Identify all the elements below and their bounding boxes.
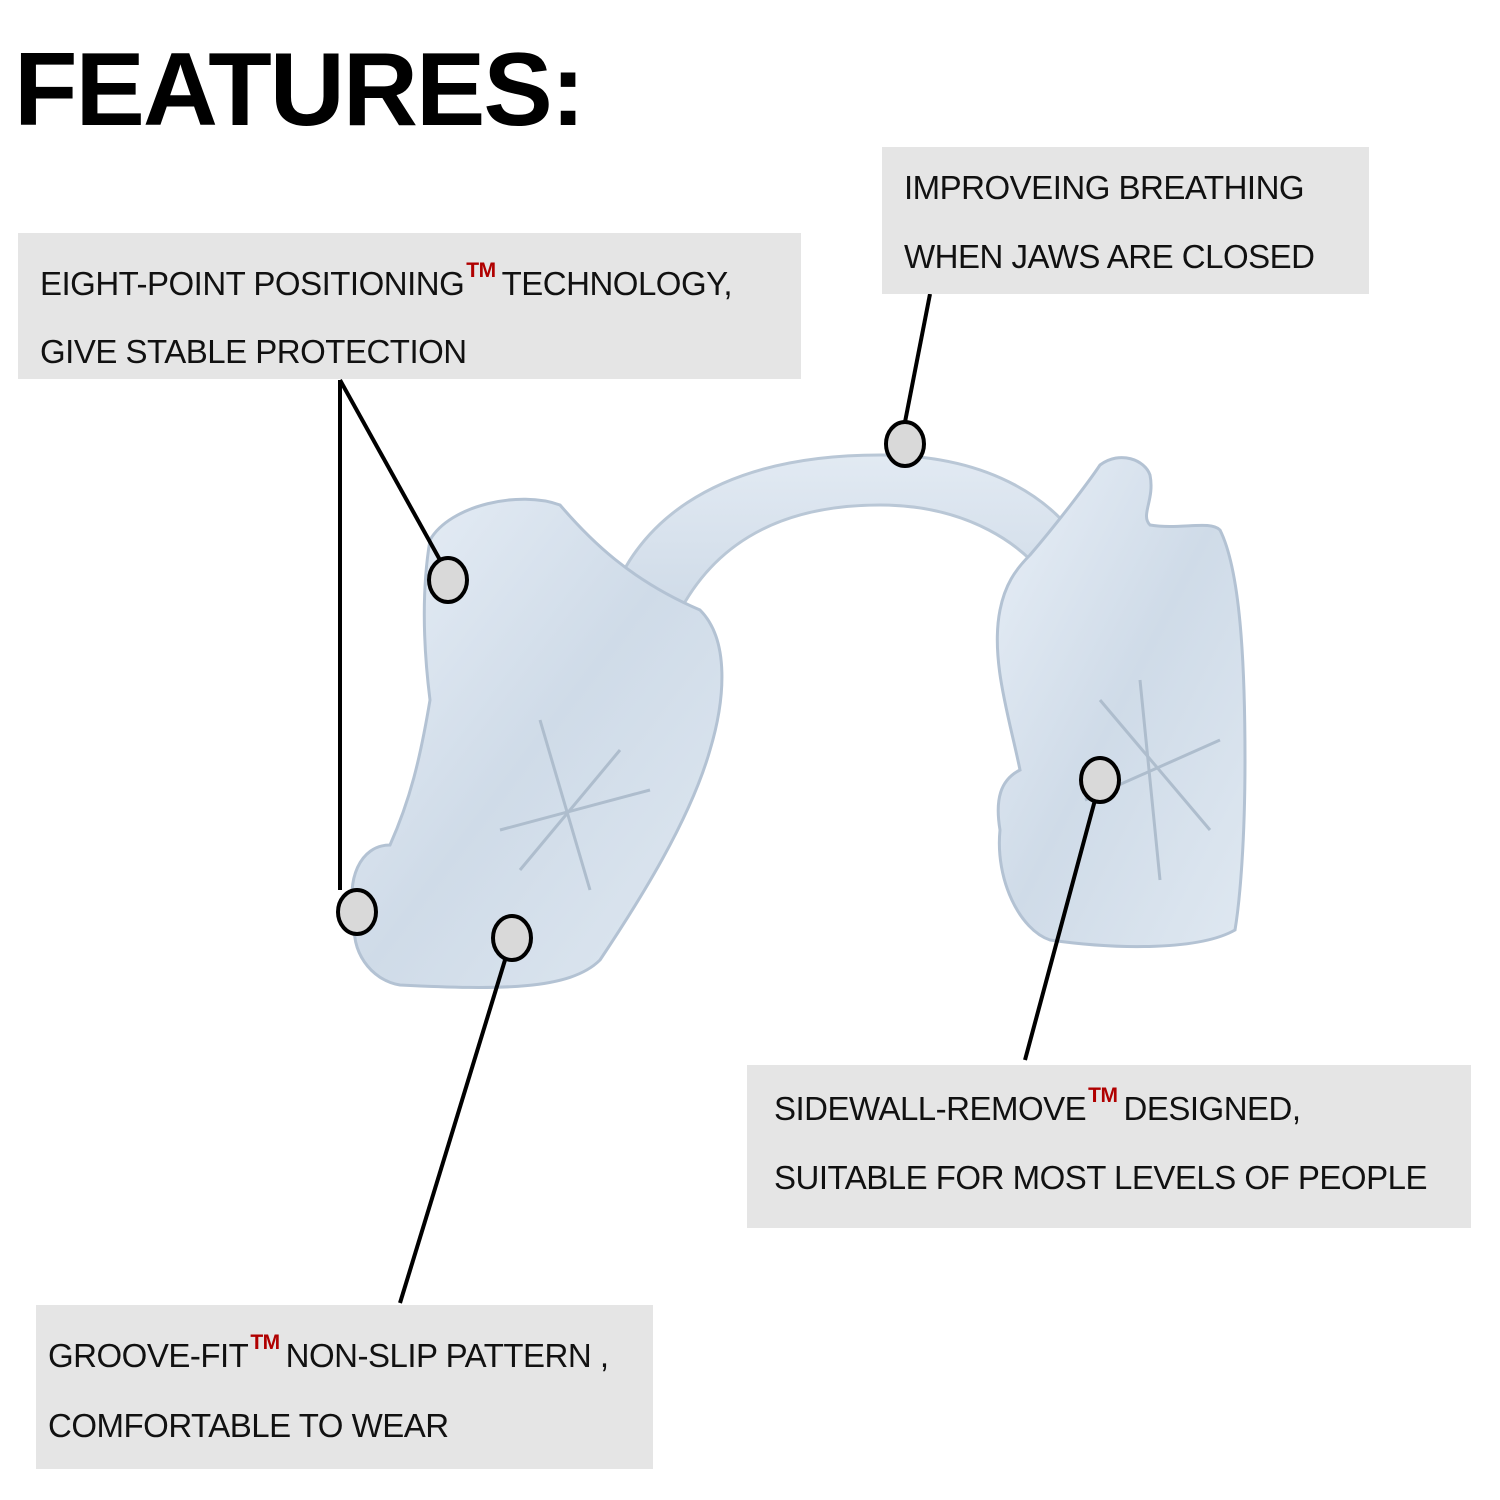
callout-text: GROOVE-FIT	[48, 1337, 249, 1374]
marker-lower-left	[336, 888, 378, 936]
callout-line: IMPROVEING BREATHING	[904, 169, 1305, 206]
callout-text: SIDEWALL-REMOVE	[774, 1090, 1087, 1127]
left-pad	[350, 497, 724, 989]
callout-text: DESIGNED,	[1123, 1090, 1302, 1127]
callout-text: EIGHT-POINT POSITIONING	[40, 265, 465, 302]
marker-groove	[491, 914, 533, 962]
callout-line: WHEN JAWS ARE CLOSED	[904, 238, 1315, 275]
right-pad	[995, 456, 1247, 949]
leader-lines	[338, 293, 1097, 1304]
callout-text: NON-SLIP PATTERN ,	[285, 1337, 609, 1374]
trademark-mark: TM	[250, 1331, 280, 1354]
callout-text: TECHNOLOGY,	[501, 265, 733, 302]
callout-line: SUITABLE FOR MOST LEVELS OF PEOPLE	[774, 1159, 1427, 1196]
marker-upper-left	[427, 556, 469, 604]
callout-line: COMFORTABLE TO WEAR	[48, 1407, 449, 1444]
callout-line: GIVE STABLE PROTECTION	[40, 333, 467, 370]
callout-improving-breathing: IMPROVEING BREATHING WHEN JAWS ARE CLOSE…	[882, 147, 1369, 294]
marker-sidewall	[1079, 756, 1121, 804]
page-title: FEATURES:	[14, 32, 585, 148]
groove-pattern	[499, 679, 1221, 891]
trademark-mark: TM	[466, 259, 496, 282]
marker-arch	[884, 420, 926, 468]
trademark-mark: TM	[1088, 1084, 1118, 1107]
